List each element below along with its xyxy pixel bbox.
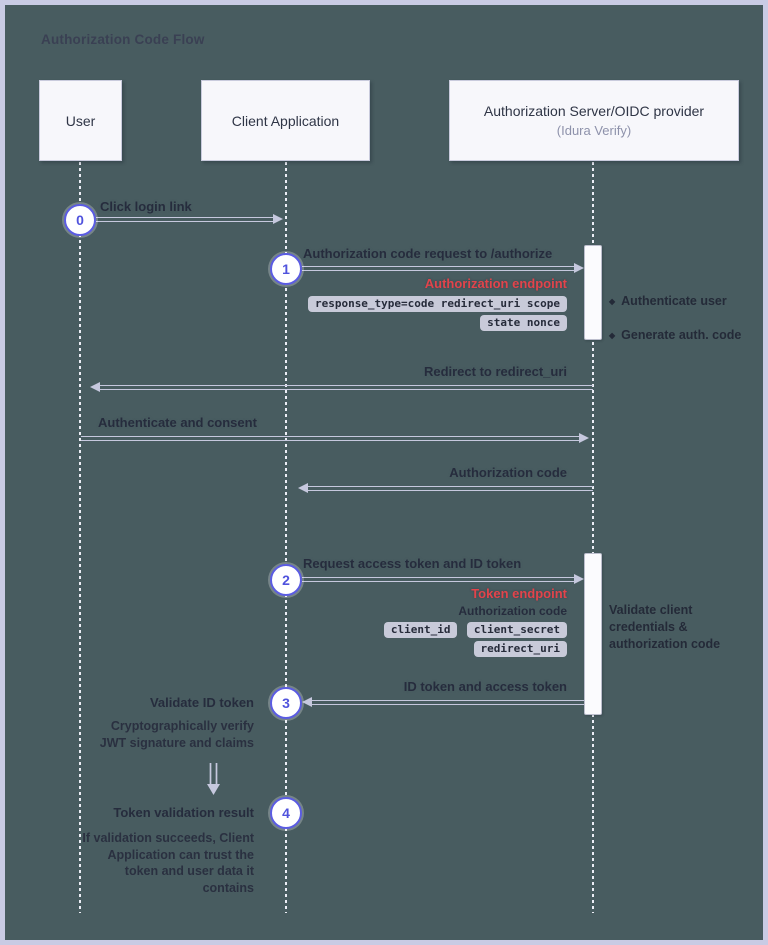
label-validate-id-token: Validate ID token bbox=[149, 695, 254, 710]
label-token-endpoint: Token endpoint bbox=[471, 586, 567, 601]
arrowhead-icon bbox=[302, 697, 312, 707]
actor-label-user: User bbox=[65, 112, 96, 129]
actor-label-server: Authorization Server/OIDC provider bbox=[483, 103, 705, 119]
message-redirect: Redirect to redirect_uri bbox=[423, 364, 567, 379]
arrowhead-icon bbox=[90, 382, 100, 392]
arrow-redirect bbox=[90, 382, 593, 394]
arrowhead-icon bbox=[574, 574, 584, 584]
step-circle-2: 2 bbox=[270, 564, 302, 596]
label-token-validation-result: Token validation result bbox=[113, 805, 254, 820]
actor-box-server: Authorization Server/OIDC provider (Idur… bbox=[449, 80, 739, 161]
param-pill-client-id: client_id bbox=[383, 622, 458, 638]
arrow-auth-code bbox=[298, 483, 593, 495]
activation-bar-token bbox=[584, 553, 602, 715]
down-arrow-icon bbox=[207, 763, 220, 795]
params-token-row2: redirect_uri bbox=[469, 639, 567, 657]
message-click-login: Click login link bbox=[100, 199, 192, 214]
activation-bar-authorize bbox=[584, 245, 602, 340]
arrow-token-request bbox=[302, 574, 584, 586]
step-circle-0: 0 bbox=[64, 204, 96, 236]
actor-label-client: Client Application bbox=[231, 112, 340, 129]
actor-sublabel-server: (Idura Verify) bbox=[556, 123, 632, 138]
note-line: Authenticate user bbox=[621, 294, 727, 308]
step-circle-3: 3 bbox=[270, 687, 302, 719]
message-auth-code: Authorization code bbox=[449, 465, 567, 480]
lifeline-user bbox=[79, 162, 81, 913]
label-token-param: Authorization code bbox=[458, 604, 567, 618]
param-pill-client-secret: client_secret bbox=[466, 622, 567, 638]
arrowhead-icon bbox=[579, 433, 589, 443]
params-token-row1: client_id client_secret bbox=[379, 620, 567, 638]
arrow-consent bbox=[81, 433, 589, 445]
param-pill: state nonce bbox=[480, 315, 567, 331]
message-consent: Authenticate and consent bbox=[98, 415, 257, 430]
diamond-bullet-icon: ◆ bbox=[609, 297, 616, 306]
arrow-click-login bbox=[96, 214, 283, 226]
step-circle-1: 1 bbox=[270, 253, 302, 285]
message-authz-request: Authorization code request to /authorize bbox=[303, 246, 553, 261]
diagram-title: Authorization Code Flow bbox=[41, 32, 205, 47]
actor-box-user: User bbox=[39, 80, 122, 161]
message-token-request: Request access token and ID token bbox=[303, 556, 522, 571]
note-validate-client: Validate client credentials & authorizat… bbox=[609, 603, 721, 651]
diamond-bullet-icon: ◆ bbox=[609, 331, 616, 340]
message-id-token: ID token and access token bbox=[403, 679, 567, 694]
param-pill: response_type=code redirect_uri scope bbox=[307, 296, 567, 312]
note-result-body: If validation succeeds, Client Applicati… bbox=[82, 831, 254, 895]
label-authz-endpoint: Authorization endpoint bbox=[424, 276, 567, 291]
note-validate-body: Cryptographically verify JWT signature a… bbox=[99, 719, 254, 750]
arrowhead-icon bbox=[298, 483, 308, 493]
param-pill-redirect-uri: redirect_uri bbox=[473, 641, 567, 657]
actor-box-client: Client Application bbox=[201, 80, 370, 161]
note-authenticate-user: ◆ Authenticate user ◆ Generate auth. code bbox=[609, 276, 741, 361]
arrow-id-token bbox=[302, 697, 584, 709]
arrowhead-icon bbox=[574, 263, 584, 273]
params-authz-row1: response_type=code redirect_uri scope bbox=[303, 294, 567, 312]
note-line: Generate auth. code bbox=[621, 328, 742, 342]
lifeline-client bbox=[285, 162, 287, 913]
lifeline-server bbox=[592, 162, 594, 913]
arrowhead-icon bbox=[273, 214, 283, 224]
step-circle-4: 4 bbox=[270, 797, 302, 829]
params-authz-row2: state nonce bbox=[475, 313, 567, 331]
arrow-authz-request bbox=[302, 263, 584, 275]
